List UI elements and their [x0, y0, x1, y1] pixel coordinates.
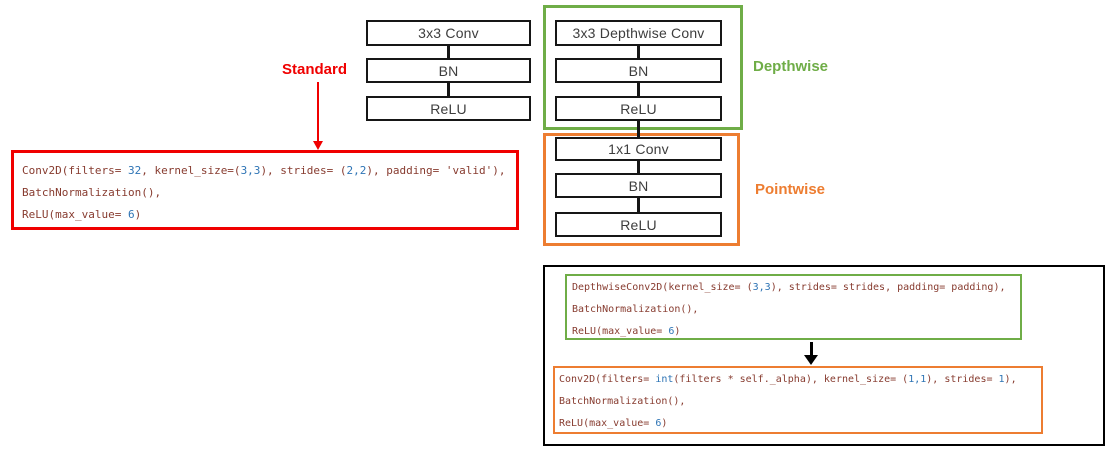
pointwise-conv-box: 1x1 Conv [555, 137, 722, 161]
pointwise-relu-box: ReLU [555, 212, 722, 237]
pointwise-group-border [543, 133, 740, 246]
pointwise-code-block: Conv2D(filters= int(filters * self._alph… [553, 366, 1043, 434]
standard-connector-2 [447, 83, 450, 96]
pointwise-bn-box: BN [555, 173, 722, 198]
standard-label: Standard [282, 61, 348, 78]
depthwise-group-border [543, 5, 743, 130]
depthwise-connector-1 [637, 46, 640, 58]
red-down-arrow-icon [313, 141, 323, 150]
standard-conv-code-block: Conv2D(filters= 32, kernel_size=(3,3), s… [11, 150, 519, 230]
depthwise-relu-box: ReLU [555, 96, 722, 121]
standard-bn-box: BN [366, 58, 531, 83]
depthwise-code-block: DepthwiseConv2D(kernel_size= (3,3), stri… [565, 274, 1022, 340]
black-down-arrow-line [810, 342, 813, 356]
black-down-arrow-icon [804, 355, 818, 365]
standard-connector-1 [447, 46, 450, 58]
standard-conv-box: 3x3 Conv [366, 20, 531, 46]
pointwise-label: Pointwise [755, 181, 826, 198]
depthwise-bn-box: BN [555, 58, 722, 83]
standard-relu-box: ReLU [366, 96, 531, 121]
depthwise-conv-box: 3x3 Depthwise Conv [555, 20, 722, 46]
depthwise-label: Depthwise [753, 58, 829, 75]
pointwise-connector-2 [637, 198, 640, 212]
depthwise-to-pointwise-connector [637, 121, 640, 138]
red-down-arrow-line [317, 82, 319, 142]
pointwise-connector-1 [637, 161, 640, 173]
depthwise-connector-2 [637, 83, 640, 96]
